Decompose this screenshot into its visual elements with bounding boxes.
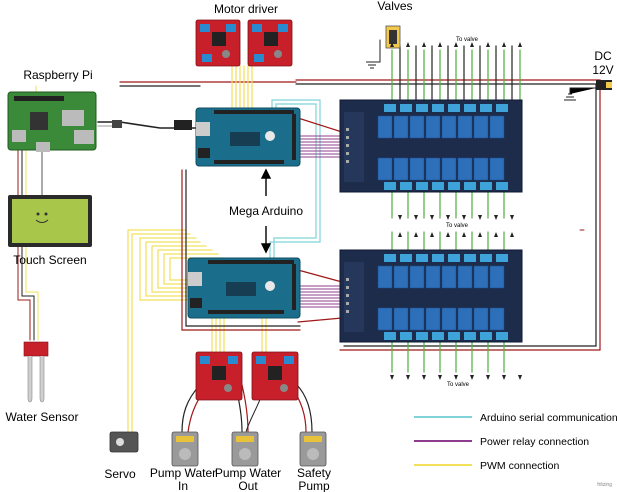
valve-arrows-bottom bbox=[390, 375, 522, 380]
water-sensor-probe bbox=[23, 341, 49, 403]
labels: Motor driver Valves To valve DC 12V Rasp… bbox=[6, 0, 614, 492]
touch-screen-display bbox=[8, 195, 92, 247]
to-valve-mid-label: To valve bbox=[446, 223, 469, 229]
dc-voltage-label: 12V bbox=[592, 63, 613, 77]
water-sensor-label: Water Sensor bbox=[6, 410, 79, 424]
ground-symbol-valve bbox=[366, 61, 378, 69]
ground-symbol-dc bbox=[564, 87, 596, 101]
pump-water-in-motor bbox=[171, 431, 199, 467]
legend-label-relay: Power relay connection bbox=[480, 436, 589, 448]
pump-out-label-line2: Out bbox=[238, 479, 258, 492]
relay-board-top bbox=[339, 99, 523, 193]
dc-power-jack bbox=[596, 80, 612, 90]
valve-solenoid bbox=[385, 25, 401, 49]
motor-driver-label: Motor driver bbox=[214, 2, 278, 16]
raspberry-pi-label: Raspberry Pi bbox=[23, 68, 92, 82]
to-valve-bottom-label: To valve bbox=[447, 382, 470, 388]
legend-label-pwm: PWM connection bbox=[480, 460, 560, 472]
pump-out-label-line1: Pump Water bbox=[215, 466, 281, 480]
safety-pump-label-line2: Pump bbox=[298, 479, 330, 492]
motor-driver-bottom-left bbox=[195, 351, 243, 401]
arduino-mega-bottom bbox=[187, 257, 301, 319]
valve-arrows-mid bbox=[398, 215, 514, 237]
motor-driver-top-left bbox=[195, 19, 241, 67]
motor-driver-top-right bbox=[247, 19, 293, 67]
raspberry-pi-board bbox=[7, 91, 97, 152]
arduino-mega-top bbox=[195, 107, 301, 167]
to-valve-top-label: To valve bbox=[456, 37, 479, 43]
pump-water-out-motor bbox=[231, 431, 259, 467]
relay-board-bottom bbox=[339, 249, 523, 343]
usb-plug bbox=[112, 120, 192, 130]
touch-screen-label: Touch Screen bbox=[13, 253, 86, 267]
dc-label: DC bbox=[594, 49, 612, 63]
mega-arduino-label: Mega Arduino bbox=[229, 204, 303, 218]
legend: Arduino serial communication Power relay… bbox=[414, 412, 617, 472]
legend-label-serial: Arduino serial communication bbox=[480, 412, 617, 424]
servo-motor bbox=[109, 431, 139, 453]
safety-pump-label-line1: Safety bbox=[297, 466, 331, 480]
safety-pump-motor bbox=[299, 431, 327, 467]
pump-in-label-line1: Pump Water bbox=[150, 466, 216, 480]
valve-arrows-top bbox=[390, 42, 522, 47]
fritzing-credit: fritzing bbox=[597, 482, 612, 488]
valves-label: Valves bbox=[377, 0, 412, 13]
servo-label: Servo bbox=[104, 467, 136, 481]
motor-driver-bottom-right bbox=[251, 351, 299, 401]
pump-in-label-line2: In bbox=[178, 479, 188, 492]
mega-arduino-arrows bbox=[260, 168, 272, 254]
